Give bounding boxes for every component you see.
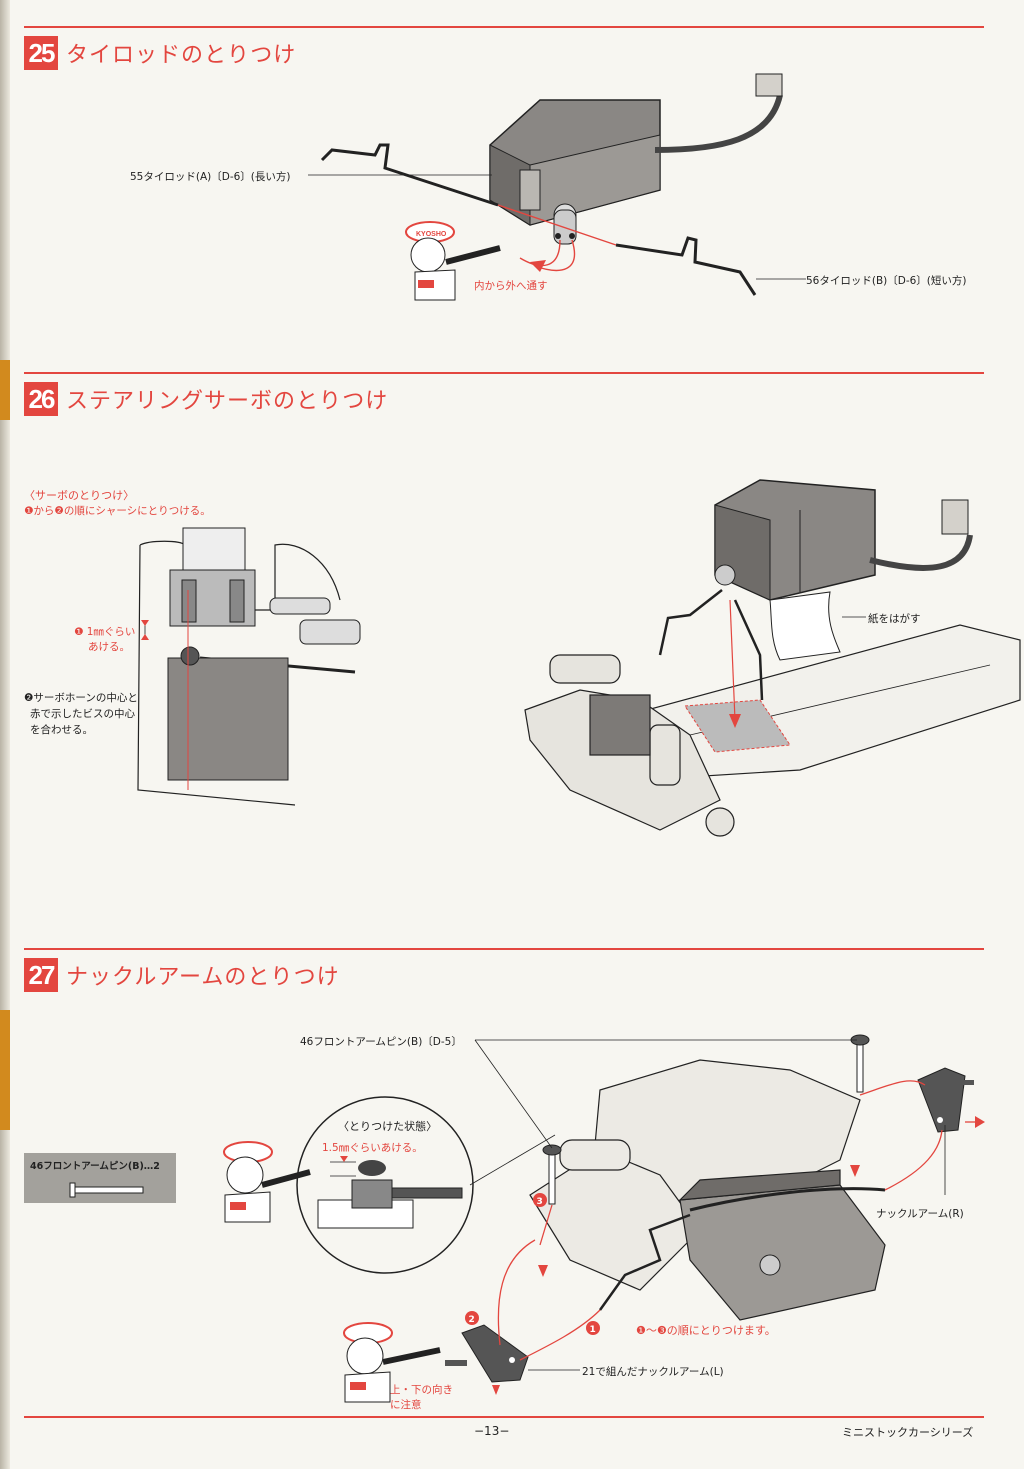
section-title: タイロッドのとりつけ xyxy=(66,43,297,68)
knuckle-arm-diagram: 1 2 3 xyxy=(223,1034,985,1403)
parts-list-label: 46フロントアームピン(B)…2 xyxy=(30,1161,160,1172)
section-26-heading: 26 ステアリングサーボのとりつけ xyxy=(24,382,388,416)
step-1-marker: 1 xyxy=(590,1325,596,1335)
servo-mount-block xyxy=(169,527,256,627)
series-name: ミニストックカーシリーズ xyxy=(842,1426,974,1439)
arrow-icon xyxy=(530,260,546,272)
servo-alignment-diagram xyxy=(137,527,361,806)
center-align-note-line2: 赤で示したビスの中心 xyxy=(30,708,135,720)
section-27-heading: 27 ナックルアームのとりつけ xyxy=(24,958,340,992)
section-title: ナックルアームのとりつけ xyxy=(66,965,340,990)
inside-to-outside-note: 内から外へ通す xyxy=(474,280,548,292)
step-markers: 1 2 3 xyxy=(465,1193,600,1335)
section-number-badge: 27 xyxy=(24,958,58,992)
shock-absorber xyxy=(269,597,361,645)
tie-rod-b xyxy=(615,236,757,296)
knuckle-arm-r xyxy=(917,1067,974,1133)
front-arm-pin-label: 46フロントアームピン(B)〔D-5〕 xyxy=(300,1036,462,1048)
assembly-guides xyxy=(497,1080,980,1361)
mascot-pointing: KYOSHO xyxy=(405,221,501,301)
arm-pin-screw xyxy=(542,1034,870,1205)
inset-title: 〈とりつけた状態〉 xyxy=(338,1120,438,1133)
servo-wire xyxy=(869,534,973,571)
label-tie-rod-b: 56タイロッド(B)〔D-6〕(短い方) xyxy=(806,275,967,287)
servo-wire xyxy=(654,73,783,153)
section-divider xyxy=(24,372,984,374)
mascot-pointing xyxy=(223,1141,311,1223)
front-suspension xyxy=(524,654,735,837)
peel-paper-label: 紙をはがす xyxy=(868,613,921,625)
section-number-badge: 26 xyxy=(24,382,58,416)
chassis-servo-install-diagram xyxy=(524,479,1021,837)
installed-state-inset xyxy=(296,1096,556,1274)
chassis-front-assembly xyxy=(529,1059,886,1321)
section-title: ステアリングサーボのとりつけ xyxy=(66,389,389,414)
step-2-marker: 2 xyxy=(469,1315,475,1325)
section-number-badge: 25 xyxy=(24,36,58,70)
servo-mount-instruction: ❶から❷の順にシャーシにとりつける。 xyxy=(24,505,211,517)
knuckle-arm-l-label: 21で組んだナックルアーム(L) xyxy=(582,1366,724,1378)
order-note: ❶〜❸の順にとりつけます。 xyxy=(636,1324,776,1337)
page-edge-mark xyxy=(0,360,10,420)
tie-rod-servo-diagram: KYOSHO xyxy=(308,73,806,301)
servo-mount-subheading: 〈サーボのとりつけ〉 xyxy=(24,489,135,502)
cap-logo: KYOSHO xyxy=(416,231,447,238)
page-number: −13− xyxy=(474,1424,510,1438)
section-25-heading: 25 タイロッドのとりつけ xyxy=(24,36,296,70)
center-align-note-line1: ❷サーボホーンの中心と xyxy=(24,692,138,704)
gap-note-line1: ❶ 1㎜ぐらい xyxy=(74,626,136,638)
mascot-pointing xyxy=(343,1322,441,1403)
page-edge-mark xyxy=(0,1010,10,1130)
step-3-marker: 3 xyxy=(537,1197,543,1207)
label-tie-rod-a: 55タイロッド(A)〔D-6〕(長い方) xyxy=(130,171,291,183)
section-divider xyxy=(24,26,984,28)
inset-gap-note: 1.5㎜ぐらいあける。 xyxy=(322,1142,423,1154)
backing-paper xyxy=(769,591,841,661)
knuckle-arm-l xyxy=(445,1324,529,1383)
orientation-caution-line1: 上・下の向き xyxy=(390,1384,453,1396)
servo-body xyxy=(489,99,661,226)
orientation-caution-line2: に注意 xyxy=(390,1399,422,1411)
tie-rod-a xyxy=(320,143,499,207)
page-edge-shadow xyxy=(0,0,10,1469)
section-divider xyxy=(24,948,984,950)
footer-divider xyxy=(24,1416,984,1418)
knuckle-arm-r-label: ナックルアーム(R) xyxy=(876,1208,964,1220)
center-align-note-line3: を合わせる。 xyxy=(30,724,93,736)
parts-list-box: 46フロントアームピン(B)…2 xyxy=(24,1153,176,1203)
insertion-guide xyxy=(497,204,617,272)
arm-pin-part-icon xyxy=(69,1182,144,1198)
gap-note-line2: あける。 xyxy=(88,641,130,653)
